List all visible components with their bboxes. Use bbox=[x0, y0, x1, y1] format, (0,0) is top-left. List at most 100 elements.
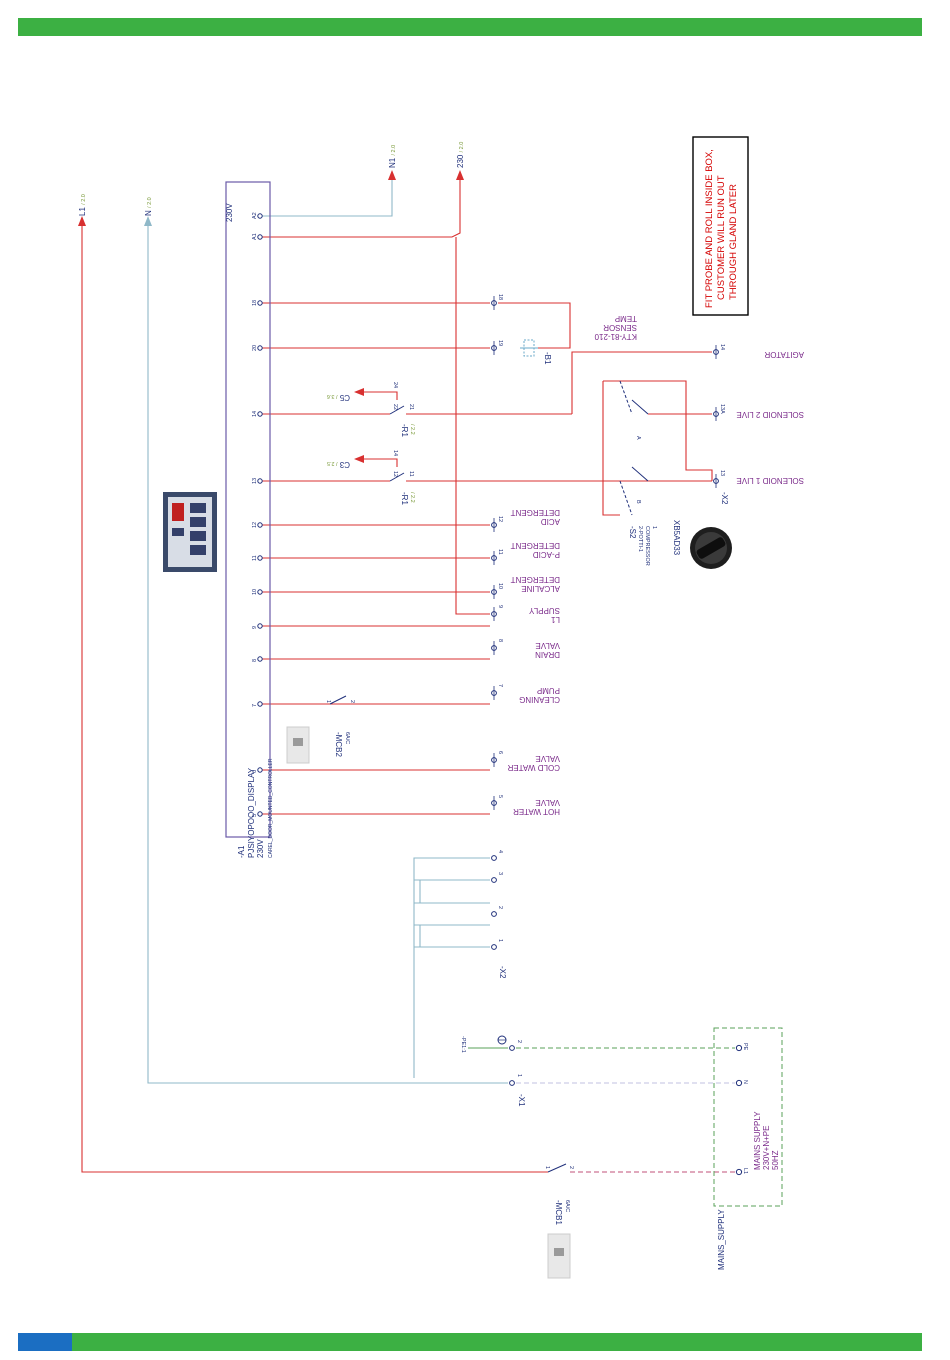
svg-text:19: 19 bbox=[497, 340, 503, 346]
svg-text:1: 1 bbox=[651, 526, 657, 529]
svg-text:11: 11 bbox=[408, 471, 414, 477]
offpage-n1: N1 / 2.0 bbox=[388, 145, 397, 168]
wire-n1 bbox=[262, 178, 393, 217]
output-terminals: 18 19 14 AGITATOR 13A SOLENOID 2 LIVE 13… bbox=[491, 294, 804, 816]
svg-text:2: 2 bbox=[349, 700, 355, 703]
svg-text:10: 10 bbox=[497, 583, 503, 589]
svg-text:24: 24 bbox=[392, 382, 398, 388]
offpage-c5: C5 / 3.6 bbox=[327, 393, 350, 402]
wire-l1 bbox=[81, 222, 548, 1173]
svg-text:2: 2 bbox=[568, 1166, 574, 1169]
svg-text:18: 18 bbox=[497, 294, 503, 300]
relay-r1-a: 22 21 24 -R1 / 2.2 bbox=[389, 382, 415, 437]
controller-model: PJSIYOPOOO_DISPLAY bbox=[247, 767, 256, 858]
mcb1: 1 2 -MCB1 6A/C bbox=[544, 1163, 574, 1279]
svg-text:ALCALINE: ALCALINE bbox=[521, 584, 560, 593]
wire-sensor bbox=[498, 302, 571, 349]
terminal-solenoid-1: 13 SOLENOID 1 LIVE bbox=[713, 470, 804, 488]
temp-sensor: -B1 TEMP SENSOR KTY-81-210 bbox=[520, 314, 637, 365]
svg-text:8: 8 bbox=[497, 639, 503, 642]
svg-text:7: 7 bbox=[497, 684, 503, 687]
selector-switch: A B -S2 2-POTTI-1 COMPRESSOR 1 XB5AD33 bbox=[619, 380, 681, 566]
svg-text:13: 13 bbox=[252, 478, 258, 484]
svg-text:VALVE: VALVE bbox=[535, 754, 560, 763]
svg-text:8: 8 bbox=[252, 659, 258, 662]
svg-text:N: N bbox=[742, 1080, 748, 1084]
svg-text:20: 20 bbox=[252, 345, 258, 351]
svg-text:13: 13 bbox=[719, 470, 725, 476]
svg-text:TEMP: TEMP bbox=[615, 314, 637, 323]
svg-text:11: 11 bbox=[497, 549, 503, 555]
wire-relay1-c5 bbox=[362, 391, 398, 400]
svg-text:-R1: -R1 bbox=[400, 492, 409, 505]
svg-text:1: 1 bbox=[497, 939, 503, 942]
svg-text:XB5AD33: XB5AD33 bbox=[672, 520, 681, 556]
svg-text:DETERGENT: DETERGENT bbox=[511, 508, 560, 517]
svg-text:-X1: -X1 bbox=[517, 1094, 526, 1107]
svg-text:/ 2.2: / 2.2 bbox=[409, 424, 415, 435]
svg-text:HOT WATER: HOT WATER bbox=[513, 807, 560, 816]
svg-text:PE: PE bbox=[742, 1043, 748, 1051]
svg-text:CUSTOMER WILL RUN OUT: CUSTOMER WILL RUN OUT bbox=[716, 175, 727, 300]
note-box: FIT PROBE AND ROLL INSIDE BOX, CUSTOMER … bbox=[692, 136, 749, 316]
svg-text:11: 11 bbox=[252, 555, 258, 561]
svg-text:9: 9 bbox=[252, 626, 258, 629]
terminal-x1: 1 2 -X1 -PE1:1 bbox=[460, 1035, 526, 1107]
svg-text:PUMP: PUMP bbox=[537, 686, 560, 695]
svg-text:SOLENOID 2 LIVE: SOLENOID 2 LIVE bbox=[736, 410, 804, 419]
wire-sel-loop bbox=[603, 380, 713, 481]
wire-n bbox=[147, 222, 508, 1084]
svg-text:COLD WATER: COLD WATER bbox=[507, 763, 560, 772]
svg-text:6A/C: 6A/C bbox=[564, 1200, 570, 1212]
offpage-230: 230 / 2.0 bbox=[456, 142, 465, 168]
svg-text:1: 1 bbox=[516, 1074, 522, 1077]
svg-text:L1: L1 bbox=[742, 1168, 748, 1174]
offpage-c3: C3 / 2.5 bbox=[327, 460, 350, 469]
controller-description: CAREL_DOOR_MOUNTED_CONTROLLER bbox=[268, 758, 274, 858]
svg-text:5: 5 bbox=[497, 795, 503, 798]
controller-voltage: 230V bbox=[225, 203, 234, 222]
svg-text:2: 2 bbox=[497, 906, 503, 909]
svg-text:VALVE: VALVE bbox=[535, 798, 560, 807]
svg-text:A: A bbox=[635, 436, 641, 440]
wire-230-drop bbox=[455, 237, 490, 615]
bottom-banner bbox=[18, 1333, 922, 1351]
svg-text:3: 3 bbox=[497, 872, 503, 875]
svg-text:DETERGENT: DETERGENT bbox=[511, 541, 560, 550]
svg-text:-MCB2: -MCB2 bbox=[334, 732, 343, 757]
svg-text:AGITATOR: AGITATOR bbox=[764, 350, 804, 359]
svg-text:A2: A2 bbox=[252, 212, 258, 219]
mains-tag: MAINS_SUPPLY bbox=[717, 1209, 726, 1270]
svg-text:DETERGENT: DETERGENT bbox=[511, 575, 560, 584]
mcb2: 1 2 -MCB2 6A/C bbox=[286, 695, 355, 764]
svg-text:SENSOR: SENSOR bbox=[603, 323, 637, 332]
controller-photo bbox=[163, 492, 217, 572]
svg-text:DRAIN: DRAIN bbox=[535, 650, 560, 659]
offpage-l1: L1 / 2.0 bbox=[78, 194, 87, 216]
wire-agitator bbox=[571, 351, 712, 414]
wire-sel-left bbox=[602, 381, 620, 516]
svg-text:CLEANING: CLEANING bbox=[519, 695, 560, 704]
svg-text:1: 1 bbox=[325, 700, 331, 703]
offpage-n: N / 2.0 bbox=[144, 197, 153, 216]
svg-text:P-ACID: P-ACID bbox=[533, 550, 560, 559]
svg-text:B: B bbox=[635, 500, 641, 504]
terminal-solenoid-2: 13A SOLENOID 2 LIVE bbox=[713, 404, 804, 421]
svg-text:FIT PROBE AND ROLL INSIDE BOX,: FIT PROBE AND ROLL INSIDE BOX, bbox=[704, 149, 715, 308]
svg-text:12: 12 bbox=[497, 516, 503, 522]
offpage-arrows bbox=[78, 170, 464, 463]
svg-text:12: 12 bbox=[252, 522, 258, 528]
svg-text:6: 6 bbox=[497, 751, 503, 754]
wires bbox=[81, 178, 735, 1173]
svg-text:14: 14 bbox=[392, 450, 398, 456]
wire-relay2-c3 bbox=[362, 458, 398, 467]
svg-text:10: 10 bbox=[252, 589, 258, 595]
svg-text:14: 14 bbox=[252, 411, 258, 417]
svg-text:KTY-81-210: KTY-81-210 bbox=[594, 332, 637, 341]
svg-text:L1: L1 bbox=[551, 615, 560, 624]
